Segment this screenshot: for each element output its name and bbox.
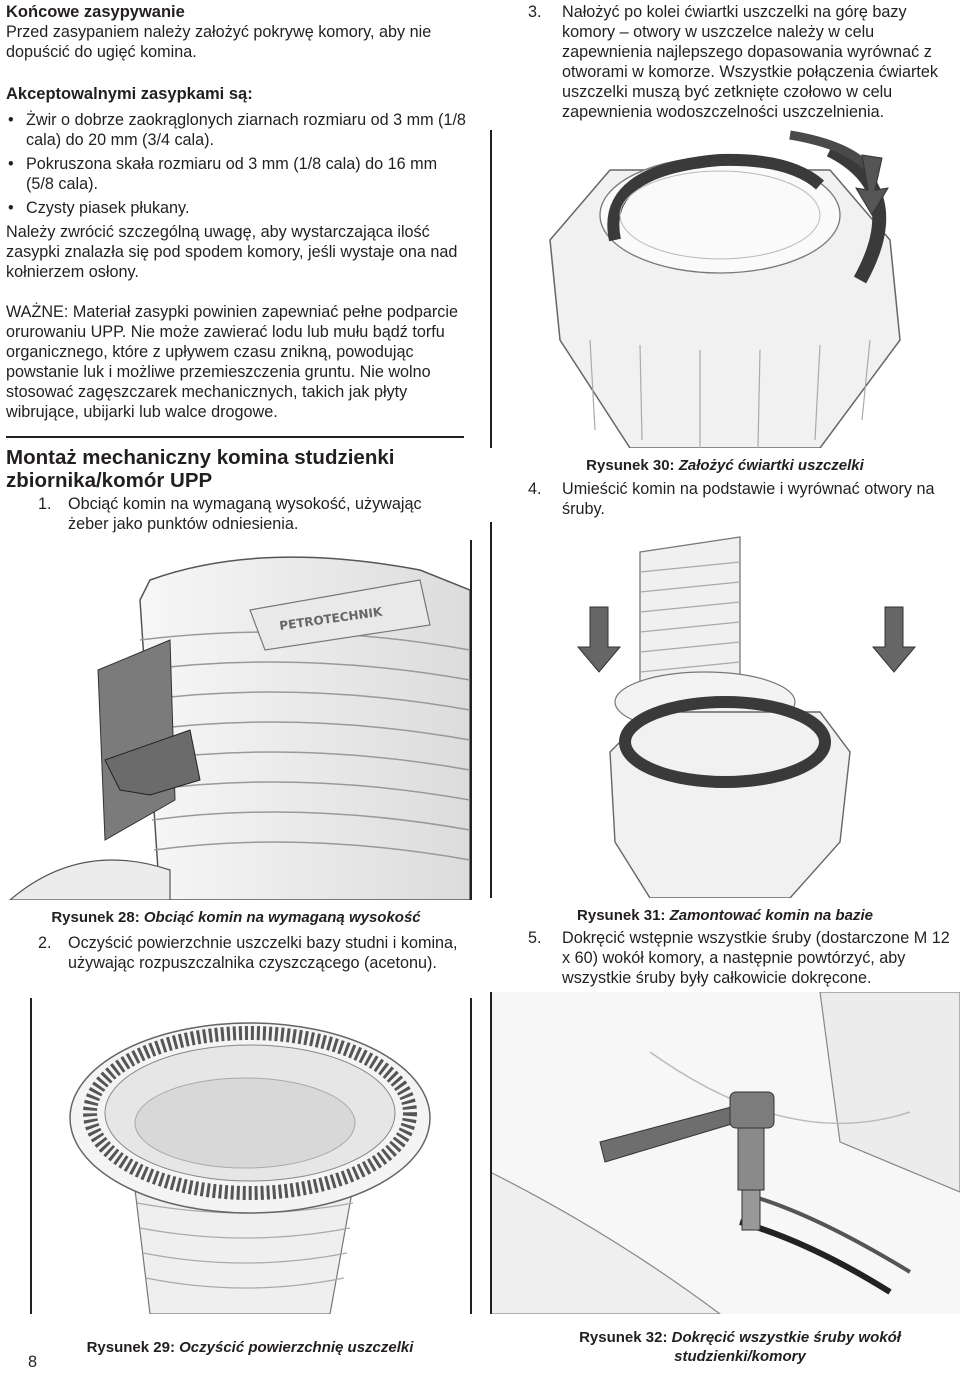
figure-30-caption-block: Rysunek 30: Założyć ćwiartki uszczelki (490, 456, 960, 475)
step-text: Umieścić komin na podstawie i wyrównać o… (562, 480, 935, 518)
chimney-on-base-drawing (576, 536, 917, 898)
step-number: 3. (528, 3, 542, 21)
step-4: 4. Umieścić komin na podstawie i wyrówna… (528, 479, 958, 519)
figure-30-caption: Rysunek 30: Założyć ćwiartki uszczelki (586, 457, 864, 474)
final-backfill-title: Końcowe zasypywanie (6, 3, 185, 21)
figure-32-caption: Rysunek 32: Dokręcić wszystkie śruby wok… (579, 1329, 901, 1365)
final-backfill-intro: Przed zasypaniem należy założyć pokrywę … (6, 23, 432, 61)
gasket-clean-drawing (69, 1022, 431, 1314)
figure-border (490, 992, 492, 1314)
list-item: Czysty piasek płukany. (6, 198, 466, 218)
step-5: 5. Dokręcić wstępnie wszystkie śruby (do… (528, 928, 958, 988)
section-divider (6, 436, 464, 438)
figure-29-caption: Rysunek 29: Oczyścić powierzchnię uszcze… (86, 1339, 414, 1356)
step-number: 2. (38, 934, 52, 952)
figure-32-illustration (490, 992, 960, 1314)
step-3: 3. Nałożyć po kolei ćwiartki uszczelki n… (528, 2, 958, 122)
final-backfill-section: Końcowe zasypywanie Przed zasypaniem nal… (6, 2, 466, 422)
figure-29-illustration (30, 998, 470, 1314)
figure-32-caption-block: Rysunek 32: Dokręcić wszystkie śruby wok… (540, 1328, 940, 1366)
acceptable-backfill-title: Akceptowalnymi zasypkami są: (6, 85, 253, 103)
step-text: Dokręcić wstępnie wszystkie śruby (dosta… (562, 929, 950, 987)
list-item: Żwir o dobrze zaokrąglonych ziarnach roz… (6, 110, 466, 150)
step-2: 2. Oczyścić powierzchnie uszczelki bazy … (6, 933, 466, 973)
figure-border (470, 998, 472, 1314)
backfill-list: Żwir o dobrze zaokrąglonych ziarnach roz… (6, 110, 466, 218)
figure-28-caption: Rysunek 28: Obciąć komin na wymaganą wys… (51, 909, 421, 926)
important-label: WAŻNE: (6, 303, 69, 321)
list-item: Pokruszona skała rozmiaru od 3 mm (1/8 c… (6, 154, 466, 194)
figure-31-caption-block: Rysunek 31: Zamontować komin na bazie (490, 906, 960, 925)
figure-31-illustration (490, 522, 960, 898)
figure-border (490, 130, 492, 448)
figure-border (470, 540, 472, 900)
important-note: WAŻNE: Materiał zasypki powinien zapewni… (6, 302, 466, 422)
figure-28-illustration: PETROTECHNIK (0, 540, 470, 900)
step-text: Obciąć komin na wymaganą wysokość, używa… (68, 495, 422, 533)
tighten-bolts-drawing (490, 992, 960, 1314)
step-1: 1. Obciąć komin na wymaganą wysokość, uż… (6, 494, 466, 534)
gasket-quarters-drawing (549, 130, 901, 448)
figure-28-caption-block: Rysunek 28: Obciąć komin na wymaganą wys… (6, 908, 466, 973)
figure-border (490, 522, 492, 898)
figure-31-caption: Rysunek 31: Zamontować komin na bazie (577, 907, 873, 924)
page-number: 8 (28, 1353, 38, 1371)
section-title: Montaż mechaniczny komina studzienki zbi… (6, 446, 395, 492)
step-text: Nałożyć po kolei ćwiartki uszczelki na g… (562, 3, 939, 121)
step-number: 4. (528, 480, 542, 498)
chimney-cut-drawing: PETROTECHNIK (9, 556, 470, 900)
figure-30-illustration (490, 130, 960, 448)
step-number: 5. (528, 929, 542, 947)
step-number: 1. (38, 495, 52, 513)
figure-29-caption-block: Rysunek 29: Oczyścić powierzchnię uszcze… (30, 1338, 470, 1357)
step-text: Oczyścić powierzchnie uszczelki bazy stu… (68, 934, 458, 972)
attention-paragraph: Należy zwrócić szczególną uwagę, aby wys… (6, 223, 458, 281)
figure-border (30, 998, 32, 1314)
important-text: Materiał zasypki powinien zapewniać pełn… (6, 303, 458, 421)
mechanical-install-section: Montaż mechaniczny komina studzienki zbi… (6, 446, 466, 534)
